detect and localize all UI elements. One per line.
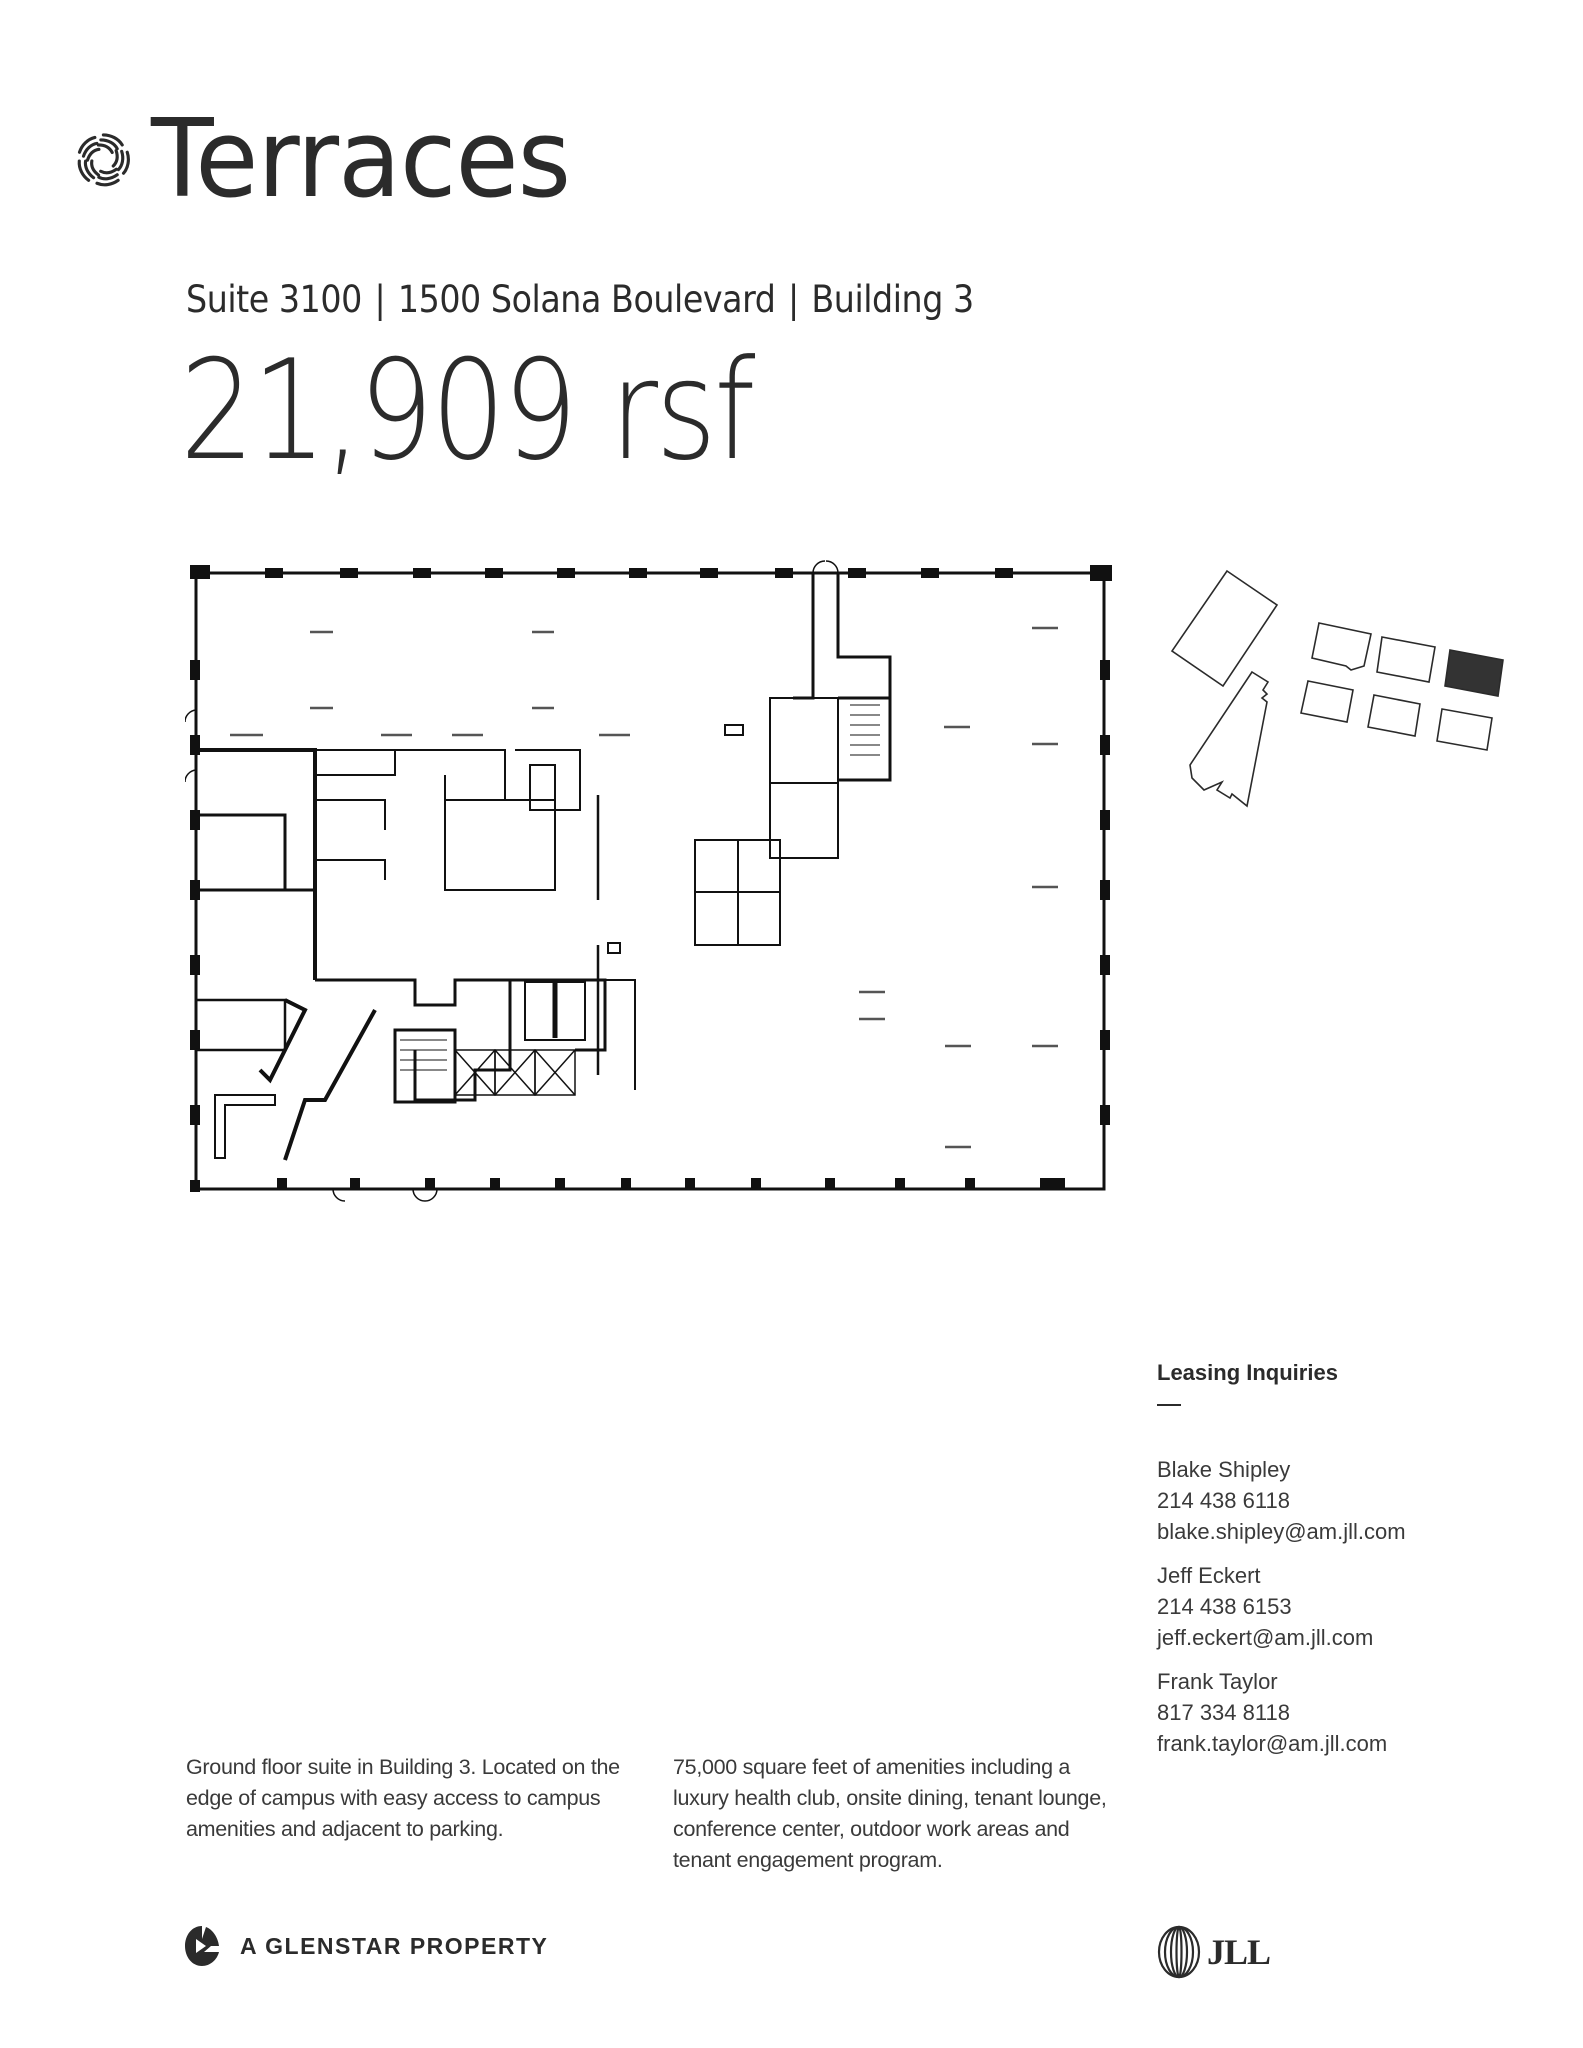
divider <box>1157 1404 1181 1406</box>
brand-name: Terraces <box>150 97 571 222</box>
glenstar-logo: A GLENSTAR PROPERTY <box>184 1925 548 1967</box>
suite-description: Ground floor suite in Building 3. Locate… <box>186 1755 620 1841</box>
separator: | <box>788 278 799 321</box>
site-building <box>1376 636 1436 683</box>
jll-wordmark: JLL <box>1207 1932 1271 1972</box>
amenities-description: 75,000 square feet of amenities includin… <box>673 1755 1107 1872</box>
jll-logo-icon <box>1157 1925 1201 1979</box>
site-building <box>1300 680 1354 723</box>
site-building <box>1189 670 1270 808</box>
leasing-inquiries: Leasing Inquiries Blake Shipley 214 438 … <box>1157 1360 1537 1759</box>
site-map <box>1170 569 1504 808</box>
contact-card: Blake Shipley 214 438 6118 blake.shipley… <box>1157 1454 1537 1547</box>
separator: | <box>374 278 386 321</box>
contact-phone[interactable]: 817 334 8118 <box>1157 1700 1290 1725</box>
glenstar-tagline: A GLENSTAR PROPERTY <box>240 1932 549 1959</box>
site-building <box>1436 708 1493 751</box>
leasing-title: Leasing Inquiries <box>1157 1360 1338 1385</box>
glenstar-logo-icon <box>185 1926 219 1966</box>
contact-name: Frank Taylor <box>1157 1669 1278 1694</box>
site-building-highlighted <box>1444 649 1504 697</box>
listing-subtitle: Suite 3100 | 1500 Solana Boulevard | Buildin… <box>186 278 974 321</box>
site-building <box>1367 694 1421 737</box>
address: 1500 Solana Boulevard <box>397 278 776 321</box>
contact-email[interactable]: blake.shipley@am.jll.com <box>1157 1519 1406 1544</box>
site-building <box>1170 569 1279 688</box>
floor-plan-drawing <box>185 560 1112 1202</box>
contact-email[interactable]: jeff.eckert@am.jll.com <box>1157 1625 1374 1650</box>
contact-phone[interactable]: 214 438 6153 <box>1157 1594 1292 1619</box>
contact-phone[interactable]: 214 438 6118 <box>1157 1488 1290 1513</box>
contact-email[interactable]: frank.taylor@am.jll.com <box>1157 1731 1388 1756</box>
contact-name: Blake Shipley <box>1157 1457 1291 1482</box>
suite-number: Suite 3100 <box>186 278 362 321</box>
contact-name: Jeff Eckert <box>1157 1563 1261 1588</box>
building-name: Building 3 <box>811 278 974 321</box>
site-building <box>1311 622 1372 671</box>
jll-logo: JLL <box>1155 1925 1271 1979</box>
contact-card: Jeff Eckert 214 438 6153 jeff.eckert@am.… <box>1157 1560 1537 1653</box>
terraces-logo: Terraces <box>72 100 592 220</box>
contact-list: Blake Shipley 214 438 6118 blake.shipley… <box>1157 1454 1537 1759</box>
rentable-square-feet: 21,909 rsf <box>180 330 755 491</box>
contact-card: Frank Taylor 817 334 8118 frank.taylor@a… <box>1157 1666 1537 1759</box>
swirl-logo-icon <box>72 132 135 193</box>
